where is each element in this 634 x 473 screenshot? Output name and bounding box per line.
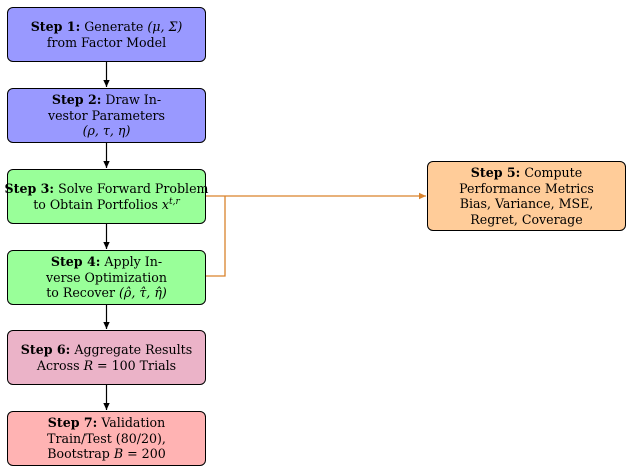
step6-line2-text: Across xyxy=(36,357,80,373)
step1-box: Step 1: Generate (μ, Σ) from Factor Mode… xyxy=(7,7,206,62)
step4-text: Apply In- xyxy=(104,254,163,270)
step2-title: Step 2: xyxy=(51,92,102,108)
step6-math: R xyxy=(83,357,94,373)
step5-line4: Regret, Coverage xyxy=(470,211,583,227)
step1-text: Generate xyxy=(84,19,144,34)
step7-title: Step 7: xyxy=(47,415,98,431)
step7-line2: Train/Test (80/20), xyxy=(47,430,166,446)
step1-title: Step 1: xyxy=(30,19,81,34)
step3-math: x xyxy=(161,196,170,212)
step6-tail: Trials xyxy=(139,357,177,373)
step7-text: Validation xyxy=(101,415,166,431)
step6-box: Step 6: Aggregate Results Across R = 100… xyxy=(7,330,206,385)
step2-text: Draw In- xyxy=(105,92,162,108)
step5-box: Step 5: Compute Performance Metrics Bias… xyxy=(427,161,626,231)
step4-math: (ρ̂, τ̂, η̂) xyxy=(119,285,167,301)
step3-math-superscript: t,r xyxy=(169,196,180,207)
step5-text: Compute xyxy=(524,165,583,180)
step6-text: Aggregate Results xyxy=(74,342,193,357)
step4-box: Step 4: Apply In- verse Optimization to … xyxy=(7,250,206,305)
step3-line2-text: to Obtain Portfolios xyxy=(33,196,158,212)
step3-title: Step 3: xyxy=(4,181,55,196)
step5-line3: Bias, Variance, MSE, xyxy=(459,196,594,211)
step5-line2: Performance Metrics xyxy=(459,180,594,196)
step1-line2: from Factor Model xyxy=(46,34,167,50)
step4-line2: verse Optimization xyxy=(46,269,167,285)
step7-equals: = 200 xyxy=(123,446,166,462)
step6-equals: = 100 xyxy=(93,357,140,373)
step4-line3-text: to Recover xyxy=(46,285,115,301)
step2-line2: vestor Parameters xyxy=(47,107,166,123)
step7-box: Step 7: Validation Train/Test (80/20), B… xyxy=(7,411,206,466)
step7-math: B xyxy=(113,446,124,462)
step5-title: Step 5: xyxy=(470,165,521,180)
step3-box: Step 3: Solve Forward Problem to Obtain … xyxy=(4,169,209,224)
step6-title: Step 6: xyxy=(20,342,71,357)
step7-line3-text: Bootstrap xyxy=(47,446,110,462)
step4-title: Step 4: xyxy=(50,254,101,270)
step1-math: (μ, Σ) xyxy=(147,19,183,34)
step3-text: Solve Forward Problem xyxy=(58,181,209,196)
step2-math: (ρ, τ, η) xyxy=(82,123,131,139)
connector-step4-to-step5 xyxy=(206,196,226,277)
step2-box: Step 2: Draw In- vestor Parameters (ρ, τ… xyxy=(7,88,206,143)
